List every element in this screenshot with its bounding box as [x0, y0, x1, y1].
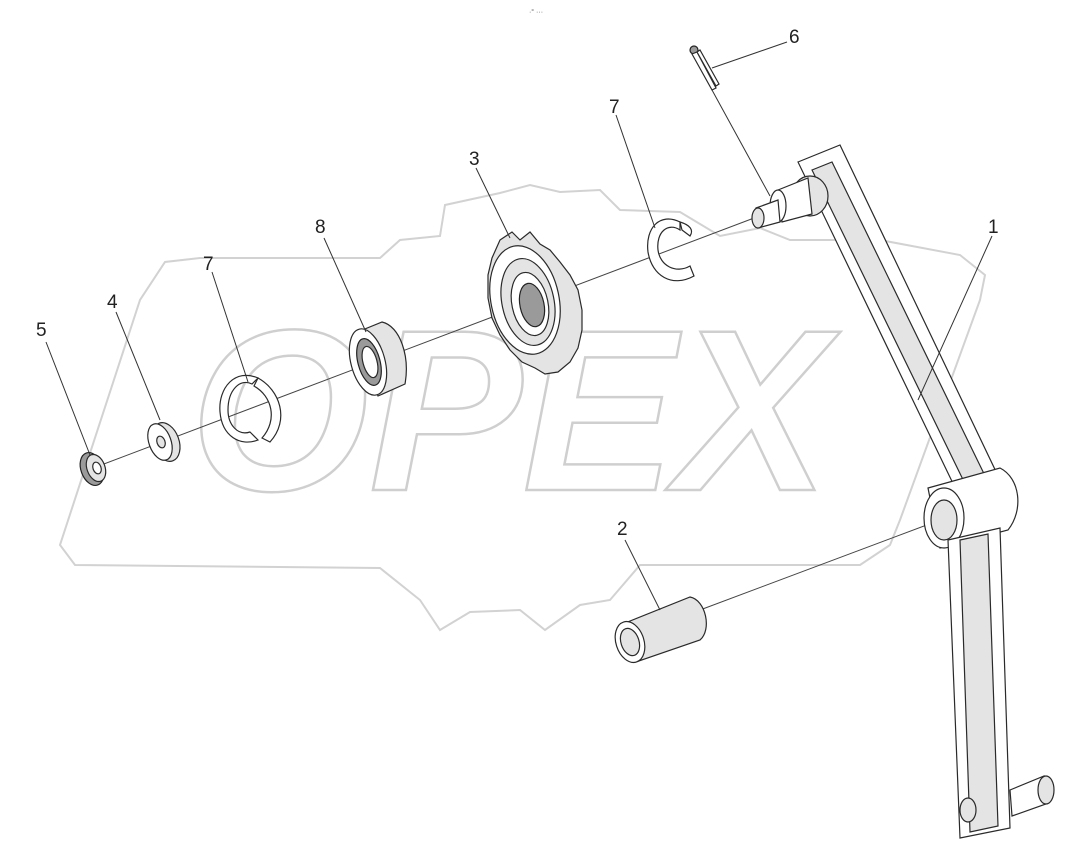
part-5-castle-nut [79, 451, 107, 487]
leader-6-down [711, 89, 771, 197]
part-8-bearing [348, 321, 407, 397]
part-7-circlip-right [647, 218, 695, 282]
leader-5 [45, 341, 91, 456]
leader-2 [624, 539, 661, 611]
top-mark: ·° ··· [529, 8, 543, 16]
leader-1 [917, 235, 993, 401]
callout-8: 8 [315, 217, 326, 238]
part-4-washer [147, 422, 181, 462]
leader-8 [323, 237, 367, 333]
leader-3 [475, 167, 511, 239]
callout-1: 1 [988, 217, 999, 238]
bushing-axis-line [699, 519, 941, 611]
leader-7-left [211, 271, 249, 383]
callout-5: 5 [36, 320, 47, 341]
callout-3: 3 [469, 149, 480, 170]
part-2-bushing [614, 596, 707, 664]
callout-4: 4 [107, 292, 118, 313]
callout-7-left: 7 [203, 254, 214, 275]
leader-7-right [615, 114, 656, 229]
leader-6-top [711, 41, 788, 69]
callout-7-right: 7 [609, 97, 620, 118]
leader-4 [115, 311, 161, 421]
part-7-circlip-left [219, 374, 282, 443]
part-6-cotter-pin [689, 45, 720, 91]
part-3-sprocket [487, 231, 583, 375]
callout-2: 2 [617, 519, 628, 540]
callout-6: 6 [789, 27, 800, 48]
part-1-lever-arm [751, 144, 1055, 839]
